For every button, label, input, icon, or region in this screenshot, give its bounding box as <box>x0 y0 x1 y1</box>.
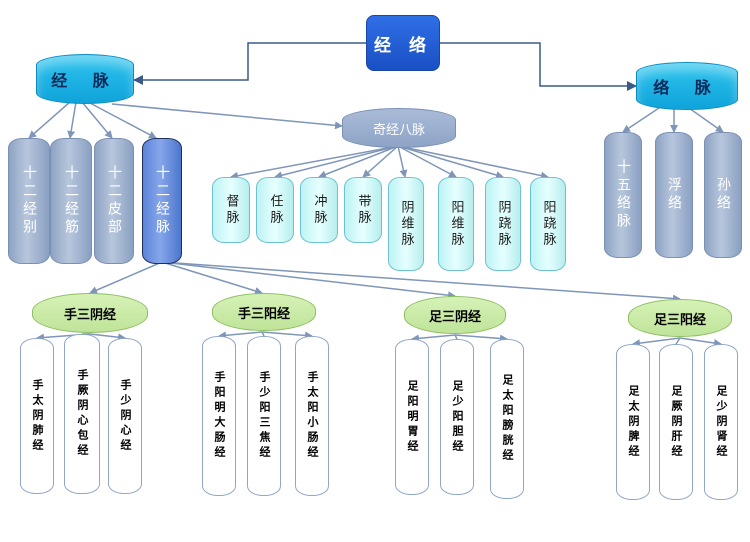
jingmai-child-label: 十二经筋 <box>63 165 79 237</box>
group-zu-san-yang: 足三阳经 <box>628 299 732 337</box>
group-label: 手三阳经 <box>237 306 290 322</box>
node-jingmai: 经 脉 <box>36 54 134 104</box>
link-jingmai-1 <box>28 101 71 139</box>
jingmai-child-label: 十二经脉 <box>154 165 170 237</box>
meridian-zu-shaoyin-shen: 足少阴肾经 <box>704 344 738 500</box>
link-jingmai-qijing <box>111 103 343 130</box>
jingmai-child-label: 十二皮部 <box>106 165 122 237</box>
link-jingmai-3 <box>81 101 113 139</box>
meridian-label: 足太阴脾经 <box>627 384 640 460</box>
meridian-shou-taiyang-xiaochang: 手太阳小肠经 <box>295 336 329 496</box>
luomai-label: 络 脉 <box>653 78 721 97</box>
meridian-label: 手太阳小肠经 <box>306 371 319 461</box>
qijing-item-label: 督脉 <box>223 194 239 226</box>
meridian-label: 手少阴心经 <box>119 378 132 454</box>
node-qijing-bamai: 奇经八脉 <box>342 108 456 148</box>
node-yangwei-mai: 阳维脉 <box>438 177 474 271</box>
node-sunluo: 孙络 <box>704 132 742 258</box>
root-node-jingluo: 经 络 <box>366 15 440 71</box>
link-jingmai-2 <box>67 101 77 139</box>
node-yangqiao-mai: 阳跷脉 <box>530 177 566 271</box>
group-shou-san-yin: 手三阴经 <box>32 293 148 333</box>
meridian-label: 手厥阴心包经 <box>76 369 89 459</box>
meridian-shou-yangming-dachang: 手阳明大肠经 <box>202 336 236 496</box>
luomai-child-label: 十五络脉 <box>615 159 631 231</box>
qijing-item-label: 带脉 <box>355 194 371 226</box>
meridian-shou-shaoyin-xin: 手少阴心经 <box>108 338 142 494</box>
qijing-item-label: 阳维脉 <box>448 200 464 248</box>
group-label: 足三阴经 <box>428 309 481 325</box>
node-shier-pibu: 十二皮部 <box>94 138 134 264</box>
meridian-zu-taiyin-pi: 足太阴脾经 <box>616 344 650 500</box>
meridian-zu-jueyin-gan: 足厥阴肝经 <box>659 344 693 500</box>
meridian-shou-shaoyang-sanjiao: 手少阳三焦经 <box>247 336 281 496</box>
node-shier-jingmai: 十二经脉 <box>142 138 182 264</box>
meridian-zu-yangming-wei: 足阳明胃经 <box>395 339 429 495</box>
qijing-item-label: 阴跷脉 <box>495 200 511 248</box>
qijing-label: 奇经八脉 <box>372 122 425 138</box>
node-fuluo: 浮络 <box>655 132 693 258</box>
meridian-zu-shaoyang-dan: 足少阳胆经 <box>440 339 474 495</box>
group-zu-san-yin: 足三阴经 <box>404 296 506 334</box>
node-yinwei-mai: 阴维脉 <box>388 177 424 271</box>
qijing-item-label: 阳跷脉 <box>540 200 556 248</box>
luomai-child-label: 浮络 <box>666 177 682 213</box>
group-label: 足三阳经 <box>653 312 706 328</box>
meridian-label: 足厥阴肝经 <box>670 384 683 460</box>
link-root-jingmai <box>133 42 366 85</box>
jingmai-label: 经 脉 <box>51 71 119 90</box>
node-shier-jingjin: 十二经筋 <box>50 138 92 264</box>
group-shou-san-yang: 手三阳经 <box>212 293 316 331</box>
meridian-label: 手少阳三焦经 <box>258 371 271 461</box>
qijing-item-label: 冲脉 <box>311 194 327 226</box>
jingmai-child-label: 十二经别 <box>21 165 37 237</box>
node-luomai: 络 脉 <box>636 62 738 110</box>
node-ren-mai: 任脉 <box>256 177 294 243</box>
node-du-mai: 督脉 <box>212 177 250 243</box>
qijing-item-label: 阴维脉 <box>398 200 414 248</box>
link-root-luomai <box>440 42 637 91</box>
meridian-label: 足少阳胆经 <box>451 379 464 455</box>
node-shiwu-luomai: 十五络脉 <box>604 132 642 258</box>
node-yinqiao-mai: 阴跷脉 <box>485 177 521 271</box>
meridian-label: 手阳明大肠经 <box>213 371 226 461</box>
meridian-label: 足阳明胃经 <box>406 379 419 455</box>
meridian-label: 足少阴肾经 <box>715 384 728 460</box>
group-label: 手三阴经 <box>63 307 116 323</box>
link-jingmai-4 <box>87 101 157 139</box>
root-label: 经 络 <box>374 35 432 56</box>
meridian-shou-jueyin-xinbao: 手厥阴心包经 <box>64 334 100 494</box>
meridian-shou-taiyin-fei: 手太阴肺经 <box>20 338 54 494</box>
luomai-child-label: 孙络 <box>715 177 731 213</box>
node-chong-mai: 冲脉 <box>300 177 338 243</box>
meridian-label: 手太阴肺经 <box>31 378 44 454</box>
node-shier-jingbie: 十二经别 <box>8 138 50 264</box>
node-dai-mai: 带脉 <box>344 177 382 243</box>
meridian-label: 足太阳膀胱经 <box>501 374 514 464</box>
qijing-item-label: 任脉 <box>267 194 283 226</box>
meridian-zu-taiyang-pangguang: 足太阳膀胱经 <box>490 339 524 499</box>
